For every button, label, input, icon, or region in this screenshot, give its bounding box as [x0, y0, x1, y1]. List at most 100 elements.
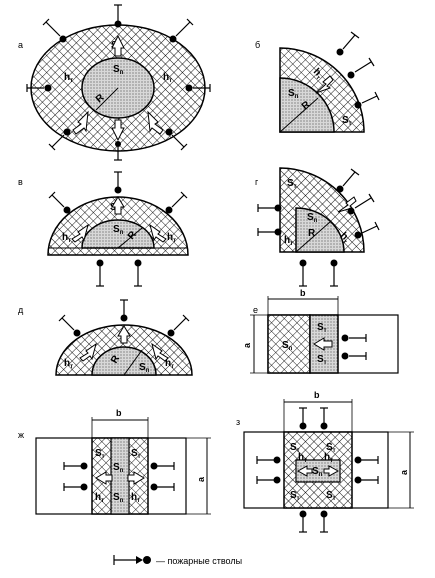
fire-area-label: Sп — [139, 362, 150, 374]
fire-nozzle — [341, 352, 367, 360]
fire-nozzle — [165, 191, 188, 214]
fire-nozzle — [354, 476, 379, 484]
fire-nozzle — [63, 483, 88, 491]
front-area-label: Sт — [326, 490, 336, 502]
front-area-label: Sт — [317, 322, 327, 334]
panel-e: е Sп Sт Sт b a — [242, 288, 399, 374]
front-area-label: Sт — [342, 115, 352, 127]
fire-area-label: Sп — [113, 492, 124, 504]
fire-nozzle — [96, 259, 104, 287]
fire-nozzle — [354, 91, 380, 109]
fire-nozzle — [150, 483, 175, 491]
depth-label: hт — [165, 358, 174, 370]
fire-nozzle — [299, 407, 307, 430]
front-area-label: Sт — [290, 442, 300, 454]
depth-label: hт — [64, 72, 73, 84]
attack-arrow — [296, 465, 313, 477]
fire-nozzle — [42, 18, 67, 43]
fire-area-label: Sп — [312, 466, 323, 478]
fire-area — [91, 346, 157, 376]
fire-area-label: Sп — [288, 88, 299, 100]
fire-nozzle — [48, 128, 71, 151]
length-label: a — [242, 342, 252, 348]
depth-label: hт — [62, 232, 71, 244]
fire-nozzle — [185, 84, 211, 92]
panel-letter: д — [18, 305, 24, 315]
fire-nozzle — [320, 510, 328, 533]
attack-arrow — [79, 342, 97, 362]
depth-label: hт — [167, 232, 176, 244]
attack-arrow — [111, 119, 125, 142]
fire-nozzle — [114, 141, 122, 161]
panel-letter: з — [236, 417, 240, 427]
radius-line — [279, 97, 319, 133]
radius-label: R — [308, 228, 316, 239]
attack-arrow — [95, 471, 113, 485]
depth-label: hт — [131, 492, 140, 504]
fire-nozzle-icon — [113, 555, 151, 565]
fire-nozzle — [347, 57, 375, 79]
depth-label: hт — [284, 235, 293, 247]
panel-a: а Sт Sп hт hт R — [18, 4, 211, 161]
attack-arrow — [149, 223, 167, 243]
panel-letter: а — [18, 40, 23, 50]
attack-arrow — [151, 342, 169, 362]
fire-nozzle — [167, 314, 190, 337]
front-area-label: Sт — [287, 178, 297, 190]
fire-nozzle — [134, 259, 142, 287]
panel-letter: б — [255, 40, 260, 50]
fire-nozzle — [257, 204, 282, 212]
burning-zone — [283, 431, 353, 509]
fire-nozzle — [48, 191, 71, 214]
attack-arrow — [147, 110, 164, 135]
depth-label: hт — [64, 358, 73, 370]
attack-arrow — [117, 325, 131, 344]
attack-arrow — [71, 223, 89, 243]
fire-nozzle — [257, 228, 282, 236]
attack-arrow — [111, 34, 125, 57]
fire-nozzle — [169, 18, 194, 43]
front-area-label: Sт — [131, 448, 141, 460]
fire-nozzle — [299, 510, 307, 533]
fire-nozzle — [114, 4, 122, 28]
radius-line — [123, 349, 143, 376]
panel-zh: ж Sт Sт hт hт Sп Sп b a — [18, 408, 211, 515]
panel-letter: е — [253, 305, 258, 315]
panel-letter: г — [255, 177, 259, 187]
radius-line — [95, 87, 119, 111]
fire-nozzle — [330, 259, 338, 287]
fire-nozzle — [354, 456, 379, 464]
length-label: a — [399, 469, 409, 475]
fire-area — [279, 77, 335, 133]
front-area-label: Sт — [317, 354, 327, 366]
depth-label: hт — [163, 72, 172, 84]
fire-nozzle — [165, 128, 188, 151]
fire-nozzle — [150, 462, 175, 470]
attack-arrow — [323, 465, 340, 477]
attack-arrow — [315, 75, 334, 94]
panel-d: д hт R Sп hт — [18, 299, 193, 376]
fire-nozzle — [63, 462, 88, 470]
burning-zone — [267, 314, 311, 374]
fire-area-label: Sп — [113, 64, 124, 76]
fire-area-label: Sп — [307, 212, 318, 224]
length-label: a — [196, 476, 206, 482]
fire-nozzle — [256, 456, 281, 464]
depth-label: hт — [95, 492, 104, 504]
width-label: b — [314, 390, 320, 400]
width-label: b — [300, 288, 306, 298]
fire-area-label: Sп — [113, 224, 124, 236]
depth-label: hт — [298, 452, 307, 464]
fire-nozzle — [341, 334, 367, 342]
fire-nozzle — [320, 407, 328, 430]
panel-z: з Sт Sт hт hт Sп Sт Sт b a — [236, 390, 414, 533]
radius-line — [295, 221, 331, 253]
depth-label: hт — [324, 452, 333, 464]
fire-nozzle — [256, 476, 281, 484]
front-area-label: Sт — [290, 490, 300, 502]
fire-nozzle — [354, 221, 380, 239]
panel-letter: ж — [18, 430, 24, 440]
attack-arrow — [313, 337, 333, 351]
fire-area-label: Sп — [113, 462, 124, 474]
fire-area-label: Sп — [282, 340, 293, 352]
